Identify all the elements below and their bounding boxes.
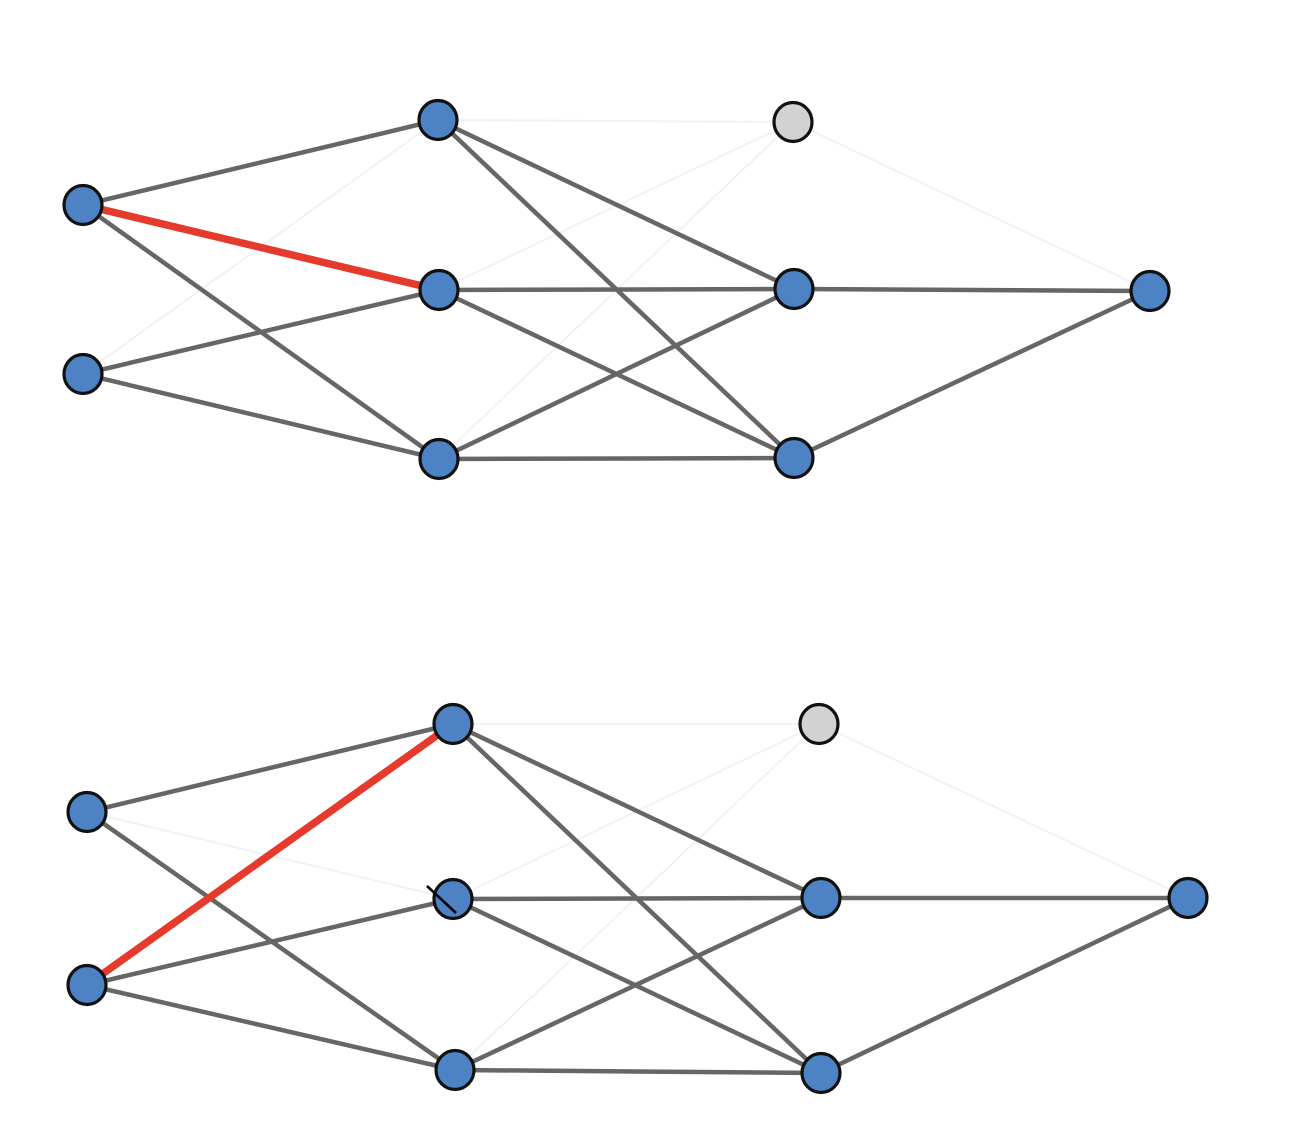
edge-i2-h1b xyxy=(86,982,456,1073)
neuron-node-h1b xyxy=(418,437,460,481)
edge-h1t-l2m xyxy=(452,721,822,901)
neuron-node-h1t xyxy=(417,98,459,142)
dropped-edge-g-out xyxy=(818,723,1189,899)
edge-h1b-l2m xyxy=(454,895,822,1073)
edge-h1b-l2b xyxy=(454,1067,822,1076)
edge-l2b-out xyxy=(793,288,1151,461)
neuron-node-out xyxy=(1167,876,1209,920)
neuron-node-h1t xyxy=(432,702,474,746)
neuron-node-h1m xyxy=(418,268,460,312)
top-network xyxy=(62,98,1171,481)
neuron-node-l2m xyxy=(773,267,815,311)
neuron-node-i1 xyxy=(62,183,104,227)
edge-i1-h1t xyxy=(82,117,439,208)
dropped-neuron-node-g xyxy=(798,702,840,746)
bottom-network xyxy=(66,702,1209,1095)
highlighted-edge-i2-h1t xyxy=(84,720,456,989)
neuron-node-i1 xyxy=(66,790,108,834)
neuron-node-out xyxy=(1129,269,1171,313)
edge-i2-h1b xyxy=(82,371,440,462)
edge-i2-h1m xyxy=(86,896,454,988)
dropped-neuron-node-g xyxy=(772,100,814,144)
dropped-edge-g-out xyxy=(792,121,1151,292)
neuron-node-l2b xyxy=(800,1051,842,1095)
edge-h1b-l2m xyxy=(438,286,795,462)
neuron-node-h1m xyxy=(432,877,474,921)
edge-l2b-out xyxy=(820,895,1189,1076)
edge-l2m-out xyxy=(793,286,1151,294)
highlighted-edge-i1-h1m xyxy=(82,201,440,294)
neuron-node-i2 xyxy=(66,963,108,1007)
neuron-node-l2m xyxy=(800,876,842,920)
edge-h1b-l2b xyxy=(438,455,795,462)
edge-h1m-l2m xyxy=(452,895,822,902)
tick-stroke xyxy=(426,885,457,914)
edge-i1-h1t xyxy=(86,721,454,815)
edge-h1t-l2m xyxy=(437,117,795,292)
neuron-node-h1b xyxy=(434,1048,476,1092)
edge-h1m-l2m xyxy=(438,286,795,293)
neuron-node-i2 xyxy=(62,352,104,396)
dropped-edge-h1t-g xyxy=(437,119,794,123)
neuron-node-l2b xyxy=(773,436,815,480)
edge-i2-h1m xyxy=(82,287,440,377)
